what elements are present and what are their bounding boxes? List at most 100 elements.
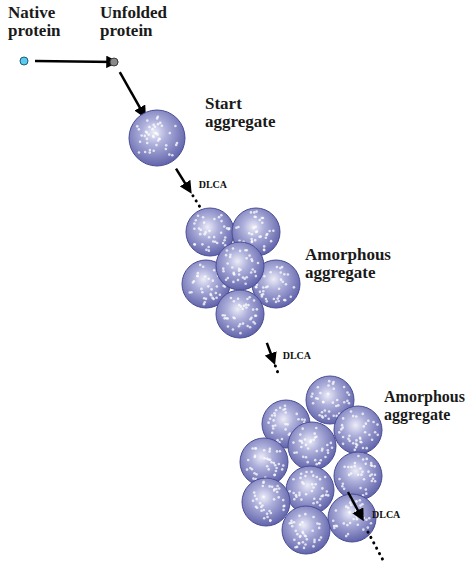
surface-dot: [353, 449, 356, 452]
surface-dot: [363, 517, 366, 520]
surface-dot: [247, 459, 250, 462]
surface-dot: [292, 492, 295, 495]
surface-dot: [312, 438, 315, 441]
surface-dot: [302, 482, 305, 485]
surface-dot: [155, 144, 158, 147]
surface-dot: [144, 151, 147, 154]
surface-dot: [272, 419, 275, 422]
aggregate-sphere: [334, 406, 382, 454]
surface-dot: [314, 459, 317, 462]
surface-dot: [350, 498, 353, 501]
surface-dot: [299, 535, 302, 538]
surface-dot: [293, 498, 296, 501]
surface-dot: [274, 473, 277, 476]
surface-dot: [147, 133, 150, 136]
surface-dot: [343, 386, 346, 389]
surface-dot: [208, 236, 211, 239]
surface-dot: [365, 447, 368, 450]
surface-dot: [232, 272, 235, 275]
surface-dot: [262, 481, 265, 484]
surface-dot: [367, 526, 370, 529]
surface-dot: [282, 505, 285, 508]
surface-dot: [207, 278, 210, 281]
surface-dot: [152, 135, 155, 138]
surface-dot: [168, 132, 171, 135]
surface-dot: [195, 219, 198, 222]
surface-dot: [295, 451, 298, 454]
surface-dot: [292, 478, 295, 481]
surface-dot: [266, 233, 269, 236]
surface-dot: [368, 433, 371, 436]
surface-dot: [152, 149, 155, 152]
surface-dot: [342, 417, 345, 420]
aggregate-sphere: [328, 494, 376, 542]
surface-dot: [299, 439, 302, 442]
surface-dot: [203, 303, 206, 306]
surface-dot: [220, 220, 223, 223]
protein-dot: [19, 56, 29, 66]
surface-dot: [311, 483, 314, 486]
surface-dot: [228, 228, 231, 231]
surface-dot: [355, 446, 358, 449]
surface-dot: [338, 478, 341, 481]
surface-dot: [263, 517, 266, 520]
surface-dot: [324, 456, 327, 459]
surface-dot: [312, 502, 315, 505]
start-aggregate: Start aggregate: [129, 110, 185, 166]
surface-dot: [268, 230, 271, 233]
surface-dot: [274, 414, 277, 417]
surface-dot: [228, 227, 231, 230]
surface-dot: [321, 487, 324, 490]
surface-dot: [357, 473, 360, 476]
surface-dot: [357, 455, 360, 458]
protein-dot: [109, 57, 119, 67]
surface-dot: [358, 510, 361, 513]
surface-dot: [298, 542, 301, 545]
surface-dot: [282, 509, 285, 512]
surface-dot: [278, 288, 281, 291]
surface-dot: [299, 433, 302, 436]
surface-dot: [359, 467, 362, 470]
surface-dot: [252, 477, 255, 480]
surface-dot: [242, 276, 245, 279]
surface-dot: [145, 130, 148, 133]
surface-dot: [246, 298, 249, 301]
surface-dot: [193, 222, 196, 225]
surface-dot: [161, 125, 164, 128]
surface-dot: [248, 296, 251, 299]
surface-dot: [318, 527, 321, 530]
surface-dot: [374, 480, 377, 483]
surface-dot: [203, 221, 206, 224]
surface-dot: [220, 231, 223, 234]
surface-dot: [197, 272, 200, 275]
surface-dot: [247, 304, 250, 307]
surface-dot: [359, 437, 362, 440]
surface-dot: [140, 134, 143, 137]
surface-dot: [359, 437, 362, 440]
surface-dot: [301, 521, 304, 524]
surface-dot: [346, 400, 349, 403]
surface-dot: [253, 299, 256, 302]
surface-dot: [376, 423, 379, 426]
surface-dot: [138, 128, 141, 131]
surface-dot: [313, 497, 316, 500]
surface-dot: [244, 282, 247, 285]
arrow-line: [35, 60, 115, 63]
surface-dot: [265, 298, 268, 301]
surface-dot: [252, 499, 255, 502]
surface-dot: [326, 444, 329, 447]
surface-dot: [204, 275, 207, 278]
surface-dot: [227, 325, 230, 328]
surface-dot: [332, 519, 335, 522]
surface-dot: [295, 530, 298, 533]
surface-dot: [239, 250, 242, 253]
surface-dot: [259, 502, 262, 505]
surface-dot: [291, 525, 294, 528]
surface-dot: [151, 128, 154, 131]
surface-dot: [277, 496, 280, 499]
surface-dot: [242, 322, 245, 325]
surface-dot: [243, 305, 246, 308]
surface-dot: [359, 499, 362, 502]
surface-dot: [276, 491, 279, 494]
